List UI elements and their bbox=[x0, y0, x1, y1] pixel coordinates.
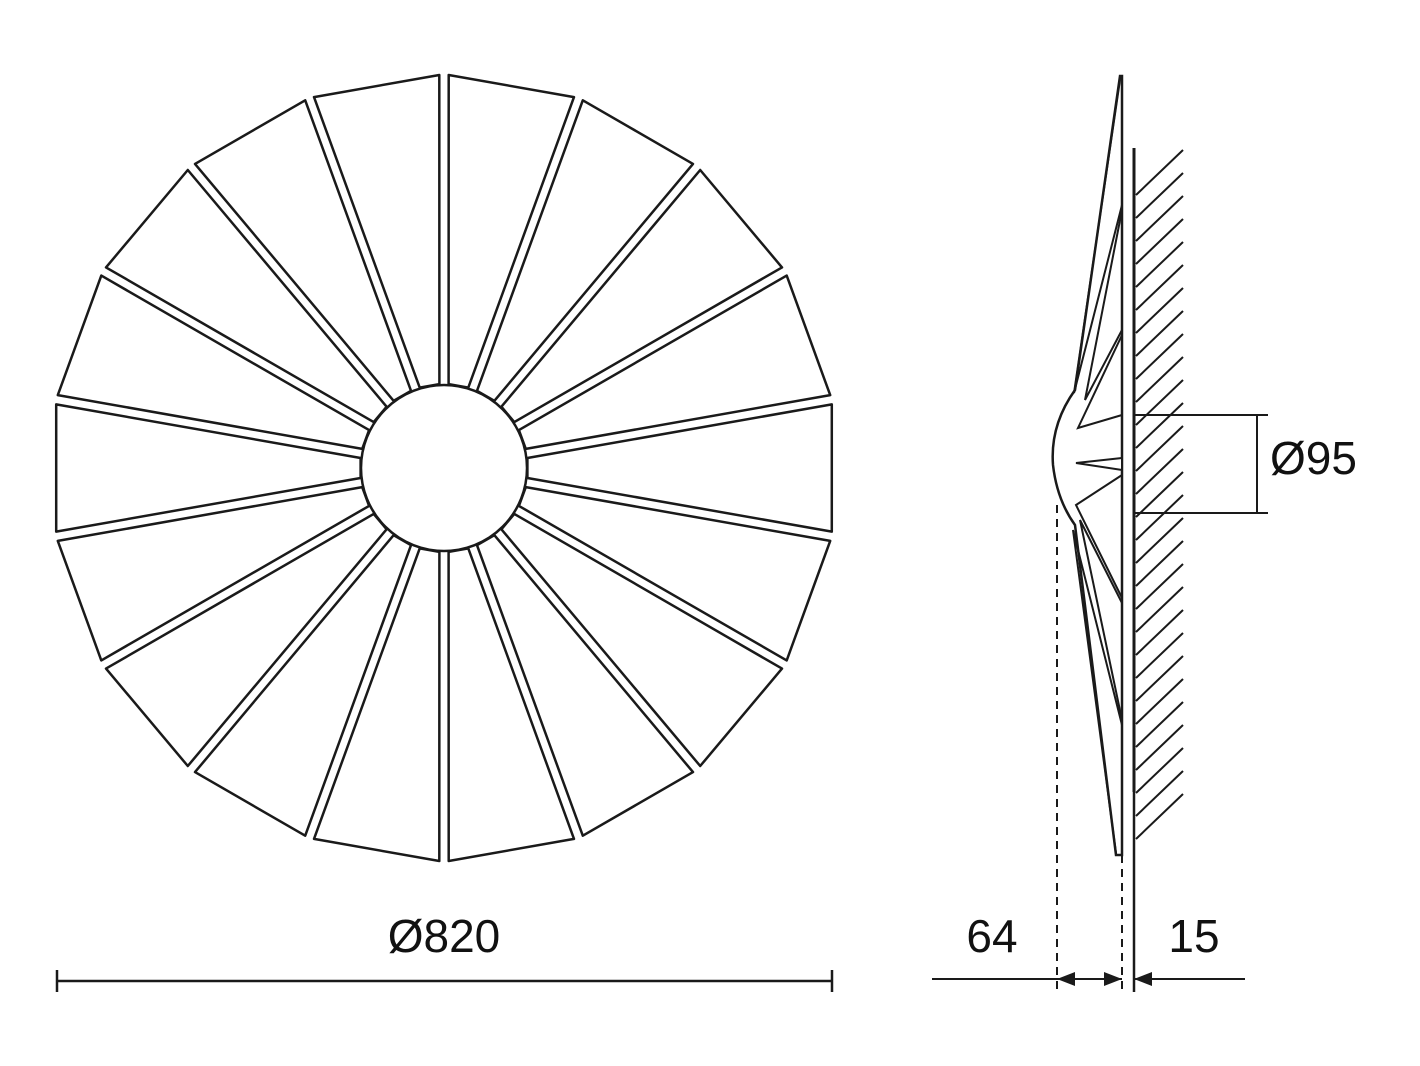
lamp-profile-panel-c bbox=[1074, 474, 1123, 599]
lamp-profile-panel-d bbox=[1079, 519, 1123, 721]
side-view: Ø95 64 15 bbox=[932, 74, 1357, 992]
wall-hatching bbox=[1135, 149, 1184, 840]
projection-arrow-right bbox=[1104, 972, 1122, 986]
hub-spike bbox=[1075, 456, 1123, 472]
wall-offset-label: 15 bbox=[1168, 910, 1219, 962]
hatch-line bbox=[1135, 356, 1184, 403]
hatch-line bbox=[1135, 264, 1184, 311]
front-view bbox=[54, 73, 834, 863]
hub-diameter-label: Ø95 bbox=[1270, 432, 1357, 484]
hatch-line bbox=[1135, 471, 1184, 518]
lamp-profile-panel-a bbox=[1084, 209, 1123, 401]
lamp-profile-panel-e bbox=[1072, 529, 1123, 854]
hatch-line bbox=[1135, 678, 1184, 725]
hatch-line bbox=[1135, 609, 1184, 656]
center-hub bbox=[359, 383, 529, 553]
wall-offset-arrow bbox=[1134, 972, 1152, 986]
hatch-line bbox=[1135, 747, 1184, 794]
projection-label: 64 bbox=[966, 910, 1017, 962]
hatch-line bbox=[1135, 379, 1184, 426]
hatch-line bbox=[1135, 701, 1184, 748]
hatch-line bbox=[1135, 402, 1184, 449]
hatch-line bbox=[1135, 517, 1184, 564]
hatch-line bbox=[1135, 632, 1184, 679]
lamp-profile-inner-top bbox=[1073, 79, 1123, 394]
hatch-line bbox=[1135, 563, 1184, 610]
projection-arrow-left bbox=[1057, 972, 1075, 986]
hatch-line bbox=[1135, 494, 1184, 541]
hatch-line bbox=[1135, 724, 1184, 771]
hatch-line bbox=[1135, 448, 1184, 495]
hatch-line bbox=[1135, 770, 1184, 817]
diameter-label: Ø820 bbox=[388, 910, 501, 962]
hatch-line bbox=[1135, 425, 1184, 472]
hatch-line bbox=[1135, 655, 1184, 702]
petal-group bbox=[54, 73, 834, 863]
hatch-line bbox=[1135, 241, 1184, 288]
hatch-line bbox=[1135, 287, 1184, 334]
hatch-line bbox=[1135, 586, 1184, 633]
hatch-line bbox=[1135, 149, 1184, 196]
lamp-profile-panel-b bbox=[1076, 334, 1123, 430]
hatch-line bbox=[1135, 218, 1184, 265]
hatch-line bbox=[1135, 310, 1184, 357]
hatch-line bbox=[1135, 195, 1184, 242]
hatch-line bbox=[1135, 172, 1184, 219]
hatch-line bbox=[1135, 333, 1184, 380]
hatch-line bbox=[1135, 540, 1184, 587]
hatch-line bbox=[1135, 793, 1184, 840]
diameter-dimension: Ø820 bbox=[55, 910, 834, 992]
